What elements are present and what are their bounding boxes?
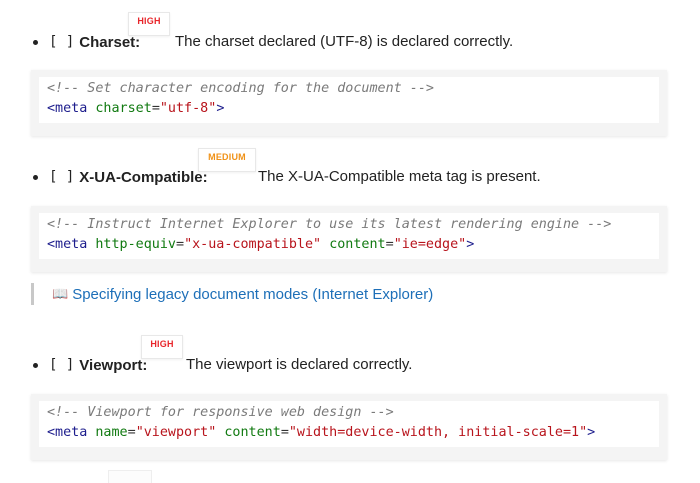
code-comment: <!-- Set character encoding for the docu… bbox=[47, 81, 434, 96]
code-attr-name: content bbox=[329, 237, 386, 252]
code-tag-open: <meta bbox=[47, 237, 88, 252]
reference-blockquote: 📖 Specifying legacy document modes (Inte… bbox=[31, 283, 433, 305]
priority-badge-label: HIGH bbox=[137, 16, 161, 26]
next-priority-badge-partial bbox=[108, 470, 152, 483]
code-attr-name: http-equiv bbox=[95, 237, 176, 252]
bullet-icon bbox=[33, 362, 38, 368]
code-tag-open: <meta bbox=[47, 101, 88, 116]
bullet-icon bbox=[33, 174, 38, 180]
checklist-line: [ ] Charset: bbox=[33, 31, 140, 53]
code-comment: <!-- Instruct Internet Explorer to use i… bbox=[47, 217, 612, 232]
code-content: <!-- Viewport for responsive web design … bbox=[39, 401, 659, 447]
checklist-line: [ ] X-UA-Compatible: bbox=[33, 166, 208, 188]
code-attr-value: "width=device-width, initial-scale=1" bbox=[288, 425, 588, 440]
code-attr-value: "ie=edge" bbox=[393, 237, 467, 252]
checklist-line: [ ] Viewport: bbox=[33, 354, 147, 376]
code-content: <!-- Instruct Internet Explorer to use i… bbox=[39, 213, 659, 259]
code-block: <!-- Set character encoding for the docu… bbox=[31, 70, 667, 136]
code-comment: <!-- Viewport for responsive web design … bbox=[47, 405, 394, 420]
code-tag-close: > bbox=[216, 101, 225, 116]
code-tag-close: > bbox=[466, 237, 475, 252]
checkbox[interactable]: [ ] bbox=[49, 357, 75, 373]
code-attr-name: content bbox=[224, 425, 281, 440]
code-attr-value: "x-ua-compatible" bbox=[184, 237, 322, 252]
priority-badge-high: HIGH bbox=[128, 12, 170, 36]
code-tag-close: > bbox=[587, 425, 596, 440]
checkbox[interactable]: [ ] bbox=[49, 169, 75, 185]
priority-badge-label: HIGH bbox=[150, 339, 174, 349]
code-attr-name: name bbox=[95, 425, 128, 440]
checkbox[interactable]: [ ] bbox=[49, 34, 75, 50]
item-label: X-UA-Compatible: bbox=[79, 168, 208, 186]
code-tag-open: <meta bbox=[47, 425, 88, 440]
book-icon: 📖 bbox=[52, 286, 69, 301]
priority-badge-medium: MEDIUM bbox=[198, 148, 256, 172]
code-block: <!-- Viewport for responsive web design … bbox=[31, 394, 667, 460]
item-label: Charset: bbox=[79, 33, 141, 51]
item-description: The X-UA-Compatible meta tag is present. bbox=[258, 168, 541, 185]
code-block: <!-- Instruct Internet Explorer to use i… bbox=[31, 206, 667, 272]
code-attr-value: "viewport" bbox=[135, 425, 217, 440]
priority-badge-label: MEDIUM bbox=[208, 152, 246, 162]
item-description: The viewport is declared correctly. bbox=[186, 356, 413, 373]
reference-link[interactable]: Specifying legacy document modes (Intern… bbox=[72, 285, 434, 303]
item-label: Viewport: bbox=[79, 356, 148, 374]
priority-badge-high: HIGH bbox=[141, 335, 183, 359]
code-attr-name: charset bbox=[95, 101, 152, 116]
code-content: <!-- Set character encoding for the docu… bbox=[39, 77, 659, 123]
bullet-icon bbox=[33, 39, 38, 45]
item-description: The charset declared (UTF-8) is declared… bbox=[175, 33, 514, 50]
code-attr-value: "utf-8" bbox=[159, 101, 217, 116]
